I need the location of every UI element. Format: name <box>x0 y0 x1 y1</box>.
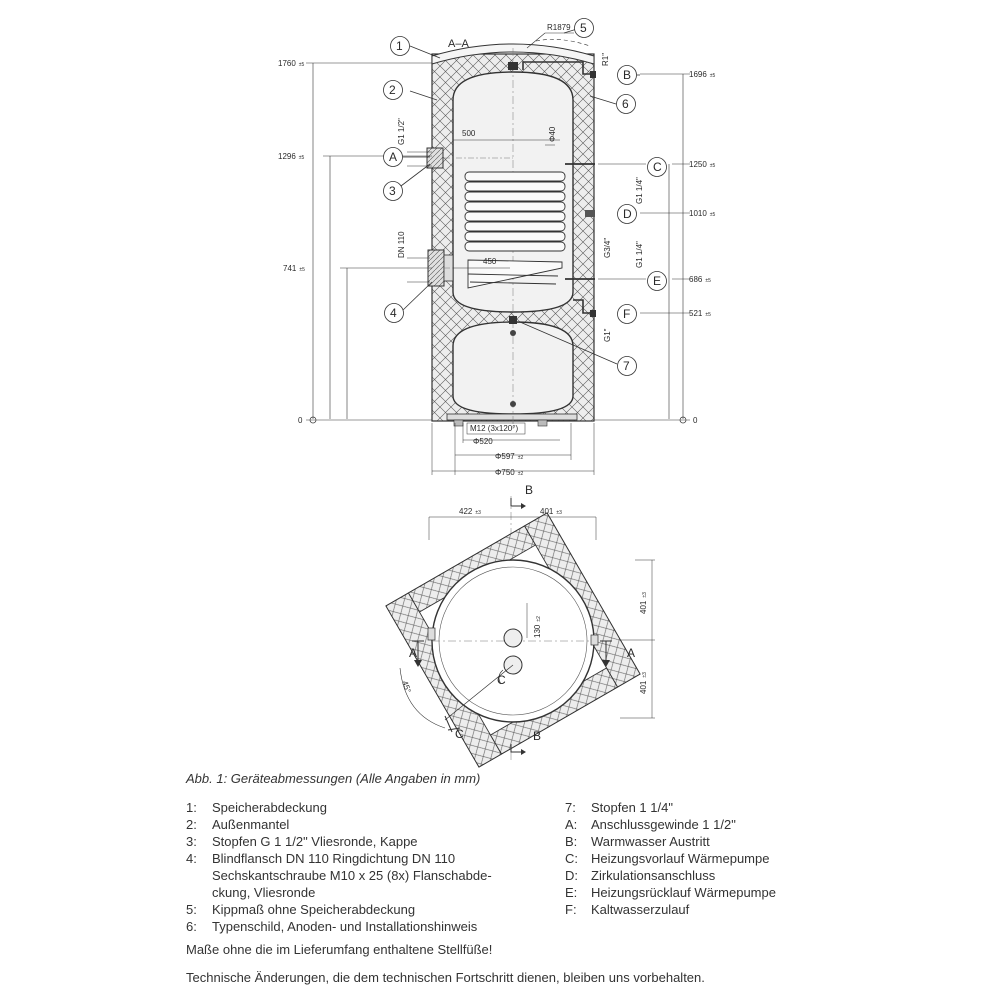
dim-phi520: Φ520 <box>473 437 493 446</box>
dim-phi750: Φ750±2 <box>495 468 523 477</box>
callout-circle-6 <box>616 94 636 114</box>
height-1760: 1760±5 <box>278 59 305 68</box>
top-view: 422±3 401±3 401±3 401±3 130±2 B <box>385 483 655 768</box>
dim-w-401: 401±3 <box>540 507 562 516</box>
height-1296: 1296±5 <box>278 152 305 161</box>
legend-item: D:Zirkulationsanschluss <box>565 868 716 883</box>
figure-caption: Abb. 1: Geräteabmessungen (Alle Angaben … <box>186 771 481 786</box>
svg-text:7: 7 <box>623 359 630 373</box>
legend-item: 3:Stopfen G 1 1/2" Vliesronde, Kappe <box>186 834 418 849</box>
height-1010: 1010±5 <box>689 209 716 218</box>
callout-circle-1 <box>390 36 410 56</box>
note-changes: Technische Änderungen, die dem technisch… <box>186 970 705 985</box>
svg-text:A: A <box>389 150 397 164</box>
svg-text:6: 6 <box>622 97 629 111</box>
foot-right <box>537 419 548 427</box>
legend-item: 4:Blindflansch DN 110 Ringdichtung DN 11… <box>186 851 492 900</box>
svg-text:E: E <box>653 274 661 288</box>
thread-g1: G1" <box>603 328 612 342</box>
height-1250: 1250±5 <box>689 160 716 169</box>
legend-item: 6:Typenschild, Anoden- und Installations… <box>186 919 478 934</box>
section-b-top: B <box>525 483 533 497</box>
tilt-radius: R1879 <box>547 23 571 32</box>
section-b-bottom: B <box>533 729 541 743</box>
view-c-center: C <box>497 673 506 687</box>
svg-text:3: 3 <box>389 184 396 198</box>
note-feet: Maße ohne die im Lieferumfang enthaltene… <box>186 942 493 957</box>
legend-item: 1:Speicherabdeckung <box>186 800 327 815</box>
foot-left <box>453 419 464 427</box>
legend-right: 7:Stopfen 1 1/4" A:Anschlussgewinde 1 1/… <box>565 799 865 918</box>
legend-left: 1:Speicherabdeckung 2:Außenmantel 3:Stop… <box>186 799 546 935</box>
connection-labels: A B C D E F <box>389 68 662 321</box>
legend-item: B:Warmwasser Austritt <box>565 834 710 849</box>
callout-circle-7 <box>617 356 637 376</box>
base-plate <box>446 413 578 421</box>
thread-g114-c: G1 1/4" <box>635 177 644 204</box>
dim-h-401-bottom: 401±3 <box>639 672 648 694</box>
heat-exchanger-coil <box>464 171 566 289</box>
section-view: A–A R1879 500 Φ40 450 G1 1/2" DN 110 R1"… <box>278 18 716 477</box>
height-741: 741±5 <box>283 264 305 273</box>
section-title: A–A <box>448 38 469 50</box>
callout-circle-3 <box>383 181 403 201</box>
dim-130: 130±2 <box>533 616 542 638</box>
thread-r1: R1" <box>601 53 610 66</box>
svg-text:D: D <box>623 207 632 221</box>
dim-phi597: Φ597±2 <box>495 452 523 461</box>
connection-circles <box>383 65 667 324</box>
technical-drawing: A–A R1879 500 Φ40 450 G1 1/2" DN 110 R1"… <box>278 18 716 768</box>
view-c-lower: C <box>455 727 464 741</box>
legend-item: 2:Außenmantel <box>186 817 290 832</box>
thread-g34: G3/4" <box>603 238 612 258</box>
dim-m12: M12 (3x120°) <box>470 424 518 433</box>
height-686: 686±5 <box>689 275 711 284</box>
dim-phi40: Φ40 <box>548 126 557 142</box>
svg-text:1: 1 <box>396 39 403 53</box>
left-height-labels: 1760±5 1296±5 741±5 0 <box>278 59 305 425</box>
right-height-labels: 1696±5 1250±5 1010±5 686±5 521±5 0 <box>689 70 716 425</box>
thread-dn110: DN 110 <box>397 231 406 258</box>
svg-text:2: 2 <box>389 83 396 97</box>
legend-item: E:Heizungsrücklauf Wärmepumpe <box>565 885 776 900</box>
height-1696: 1696±5 <box>689 70 716 79</box>
angle-45: 45° <box>400 680 413 694</box>
top-port-upper <box>503 628 523 648</box>
svg-text:B: B <box>623 68 631 82</box>
section-a-left: A <box>409 646 417 660</box>
legend-item: A:Anschlussgewinde 1 1/2" <box>565 817 736 832</box>
legend-item: F:Kaltwasserzulauf <box>565 902 690 917</box>
plug-g112 <box>426 147 444 169</box>
svg-text:5: 5 <box>580 21 587 35</box>
storage-cover <box>431 43 595 65</box>
legend-item: C:Heizungsvorlauf Wärmepumpe <box>565 851 770 866</box>
dim-500: 500 <box>462 129 476 138</box>
callout-circle-5 <box>574 18 594 38</box>
callout-circle-4 <box>384 303 404 323</box>
callout-labels: 1 2 3 4 5 6 7 <box>389 21 630 373</box>
dim-h-401-top: 401±3 <box>639 592 648 614</box>
height-0-left: 0 <box>298 416 303 425</box>
legend-item: 5:Kippmaß ohne Speicherabdeckung <box>186 902 416 917</box>
height-521: 521±5 <box>689 309 711 318</box>
dim-w-422: 422±3 <box>459 507 481 516</box>
callouts <box>383 18 637 376</box>
thread-g114-e: G1 1/4" <box>635 241 644 268</box>
section-a-right: A <box>627 646 635 660</box>
callout-circle-2 <box>383 80 403 100</box>
dim-450: 450 <box>483 257 497 266</box>
thread-g112: G1 1/2" <box>397 118 406 145</box>
legend-item: 7:Stopfen 1 1/4" <box>565 800 673 815</box>
svg-text:C: C <box>653 160 662 174</box>
svg-text:F: F <box>623 307 630 321</box>
svg-text:4: 4 <box>390 306 397 320</box>
height-0-right: 0 <box>693 416 698 425</box>
